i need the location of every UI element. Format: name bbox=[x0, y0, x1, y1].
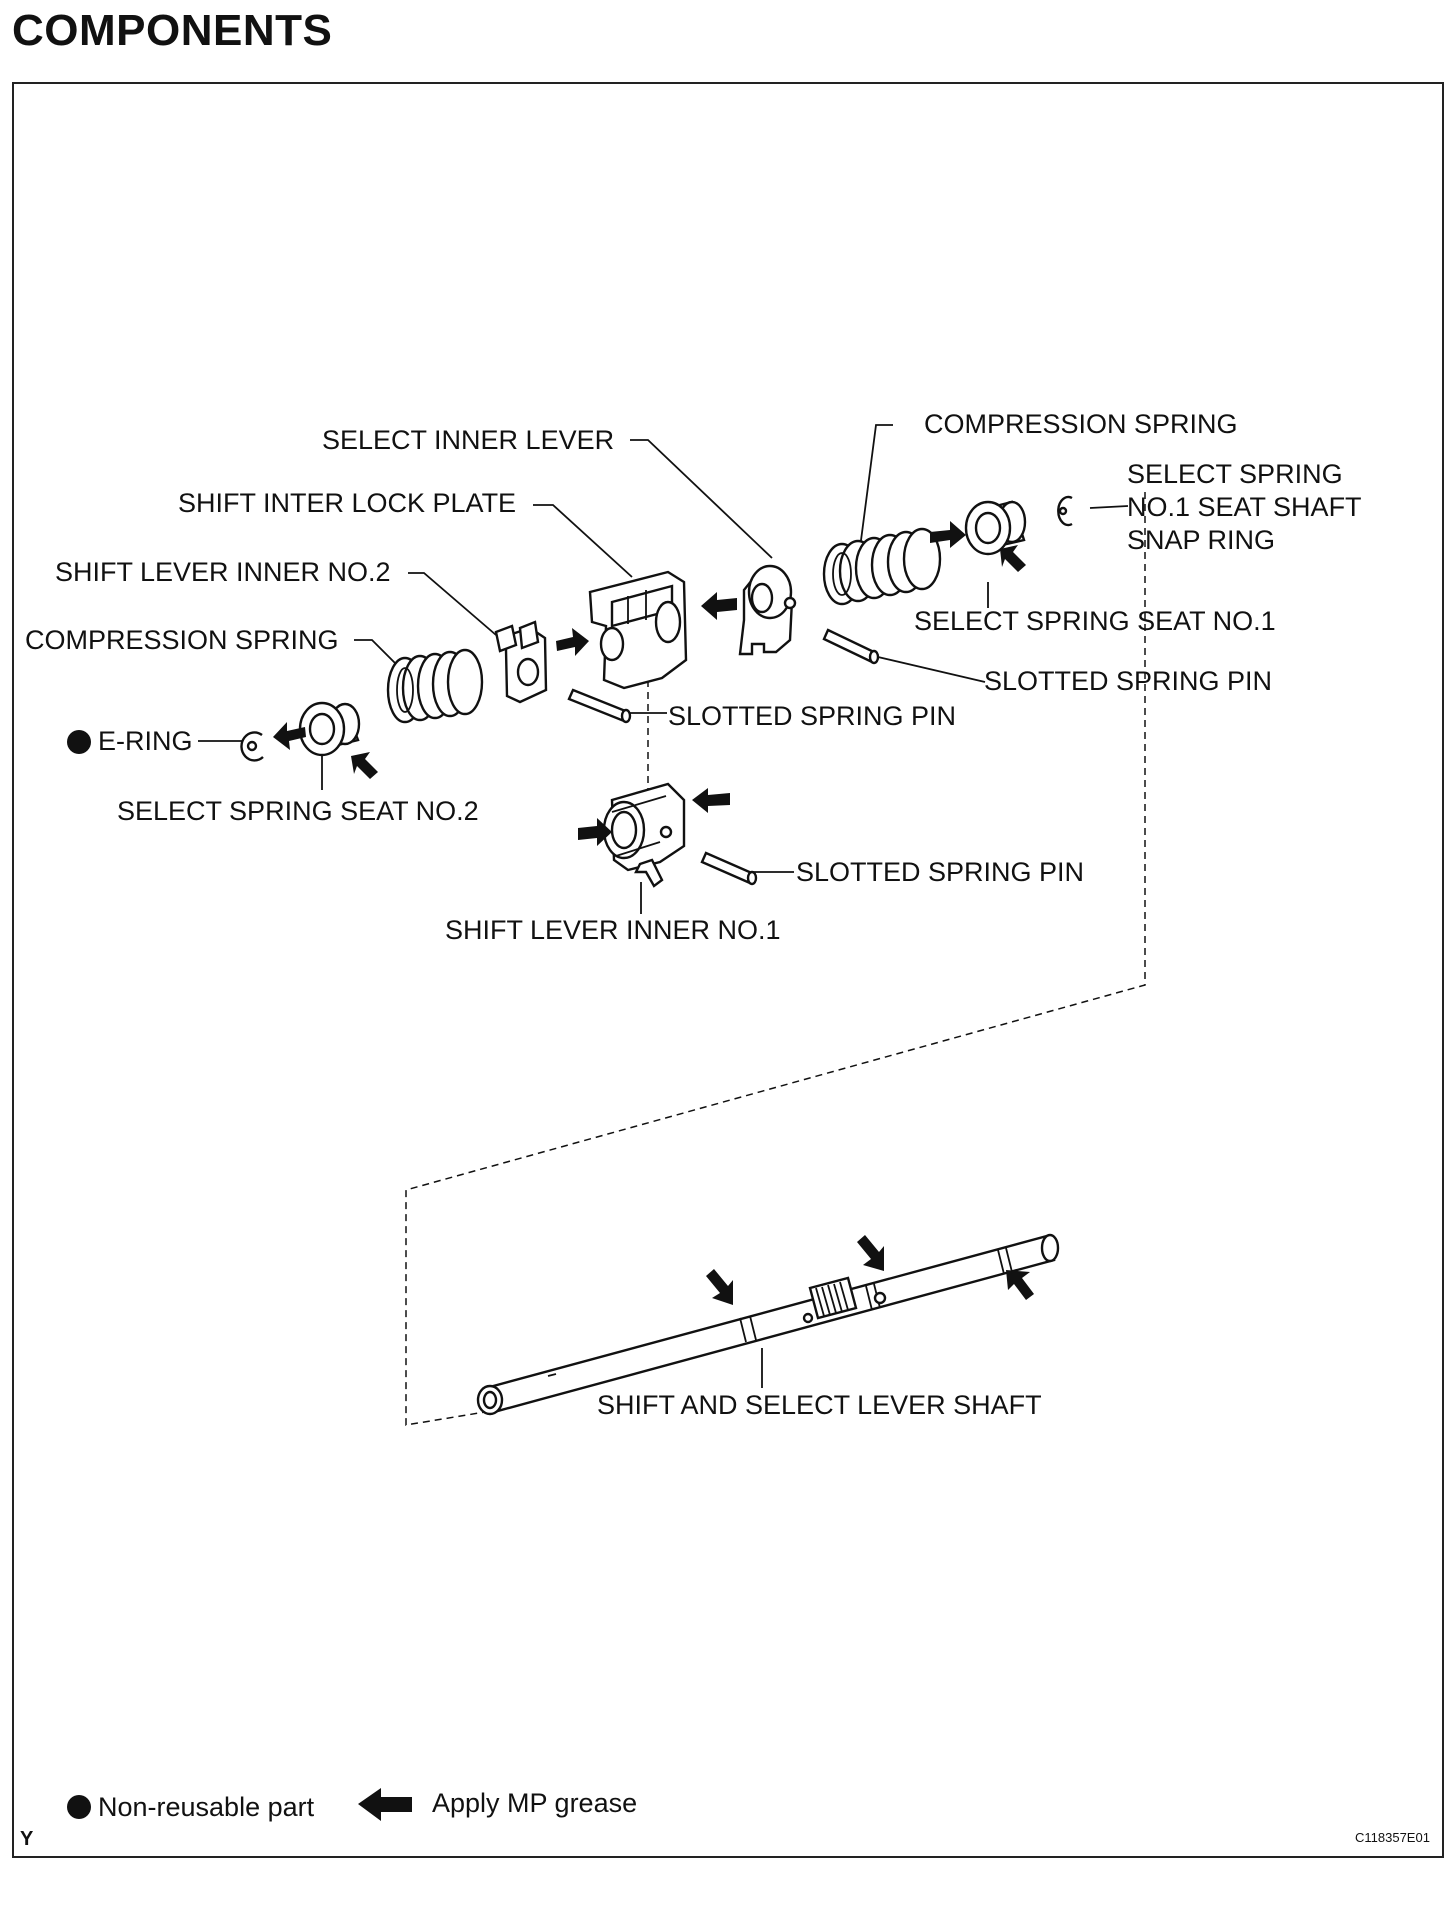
label-snap-ring-line2: NO.1 SEAT SHAFT bbox=[1127, 492, 1362, 522]
shift-inter-lock-plate-part bbox=[588, 570, 688, 690]
shift-lever-inner-no2-part bbox=[494, 620, 548, 704]
label-snap-ring-line1: SELECT SPRING bbox=[1127, 459, 1343, 489]
corner-mark: Y bbox=[20, 1828, 34, 1850]
label-compression-spring-left: COMPRESSION SPRING bbox=[25, 625, 339, 655]
shift-lever-inner-no1-part bbox=[602, 782, 686, 888]
select-inner-lever-part bbox=[738, 564, 797, 656]
grease-arrow-icon bbox=[1000, 545, 1026, 572]
slotted-spring-pin-lower-part bbox=[700, 851, 758, 886]
label-slotted-spring-pin-lower: SLOTTED SPRING PIN bbox=[796, 857, 1084, 887]
grease-arrow-icon bbox=[273, 722, 306, 750]
grease-arrow-icon bbox=[706, 1269, 733, 1305]
grease-arrow-icon bbox=[578, 818, 612, 846]
compression-spring-left-part bbox=[386, 648, 484, 724]
leader-lines bbox=[198, 424, 1129, 1388]
grease-arrow-icon bbox=[930, 521, 966, 548]
label-shift-inter-lock-plate: SHIFT INTER LOCK PLATE bbox=[178, 488, 516, 518]
grease-arrows bbox=[273, 521, 1034, 1305]
legend-non-reusable-dot-icon bbox=[67, 1795, 91, 1819]
grease-arrow-icon bbox=[556, 628, 589, 656]
legend-grease-arrow-icon bbox=[358, 1788, 412, 1821]
e-ring-part bbox=[240, 731, 264, 762]
label-select-spring-seat-no2: SELECT SPRING SEAT NO.2 bbox=[117, 796, 479, 826]
grease-arrow-icon bbox=[701, 592, 737, 620]
select-spring-seat-no2-part bbox=[298, 701, 361, 757]
grease-arrow-icon bbox=[351, 752, 378, 779]
shift-and-select-lever-shaft-part bbox=[476, 1233, 1060, 1416]
page-title: COMPONENTS bbox=[12, 6, 333, 55]
label-snap-ring-line3: SNAP RING bbox=[1127, 525, 1275, 555]
legend: Non-reusable part Apply MP grease bbox=[67, 1788, 637, 1822]
grease-arrow-icon bbox=[692, 788, 730, 813]
slotted-spring-pin-right-part bbox=[822, 628, 880, 665]
label-shift-lever-inner-no1: SHIFT LEVER INNER NO.1 bbox=[445, 915, 781, 945]
label-select-inner-lever: SELECT INNER LEVER bbox=[322, 425, 614, 455]
label-shift-and-select-lever-shaft: SHIFT AND SELECT LEVER SHAFT bbox=[597, 1390, 1042, 1420]
label-select-spring-seat-no1: SELECT SPRING SEAT NO.1 bbox=[914, 606, 1276, 636]
legend-non-reusable-label: Non-reusable part bbox=[98, 1792, 315, 1822]
label-slotted-spring-pin-center: SLOTTED SPRING PIN bbox=[668, 701, 956, 731]
figure-code: C118357E01 bbox=[1355, 1830, 1430, 1845]
slotted-spring-pin-center-part bbox=[567, 688, 632, 724]
diagram-frame bbox=[12, 82, 1444, 1858]
label-shift-lever-inner-no2: SHIFT LEVER INNER NO.2 bbox=[55, 557, 391, 587]
label-slotted-spring-pin-right: SLOTTED SPRING PIN bbox=[984, 666, 1272, 696]
part-labels: SELECT INNER LEVER COMPRESSION SPRING SE… bbox=[25, 409, 1362, 1420]
label-e-ring: E-RING bbox=[98, 726, 193, 756]
snap-ring-part bbox=[1057, 495, 1073, 527]
non-reusable-dot-icon bbox=[67, 730, 91, 754]
grease-arrow-icon bbox=[1006, 1270, 1034, 1300]
select-spring-seat-no1-part bbox=[964, 500, 1027, 556]
compression-spring-top-part bbox=[822, 527, 942, 606]
assembly-dashed-lines bbox=[405, 492, 1146, 1426]
legend-apply-grease-label: Apply MP grease bbox=[432, 1788, 637, 1818]
grease-arrow-icon bbox=[857, 1235, 884, 1271]
label-compression-spring-top: COMPRESSION SPRING bbox=[924, 409, 1238, 439]
